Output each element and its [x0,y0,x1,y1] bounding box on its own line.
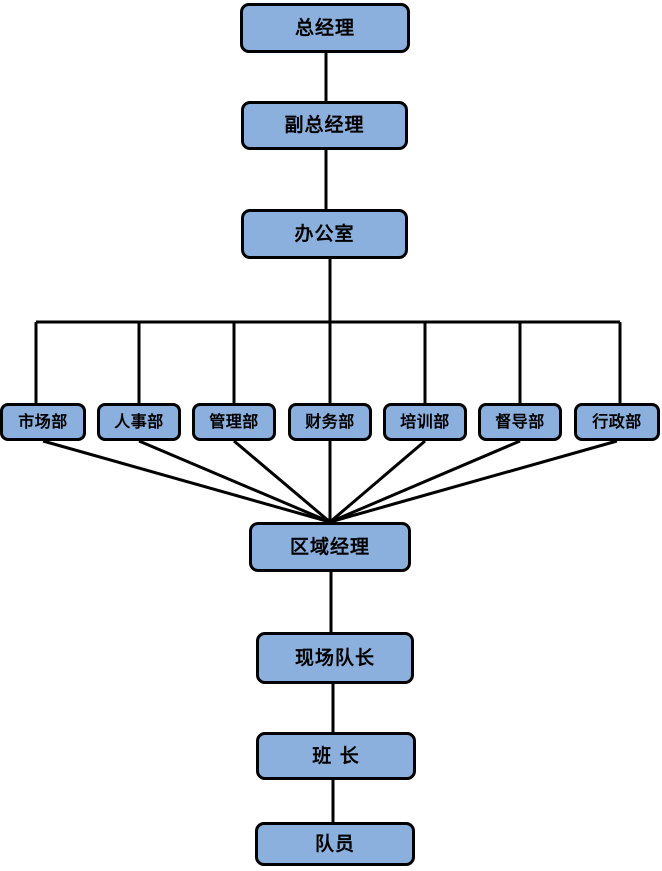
department-converge-connectors [42,439,618,524]
connector-converge-dept-supervision [329,439,521,524]
connector-converge-dept-market [42,439,331,524]
node-dept-finance[interactable]: 财务部 [288,403,372,441]
node-label-dept-training: 培训部 [400,412,450,431]
node-general-manager[interactable]: 总经理 [240,3,410,53]
node-label-regional-manager: 区域经理 [289,535,370,558]
department-bus-connectors [34,320,622,403]
node-label-dept-administration: 行政部 [592,412,642,431]
node-dept-market[interactable]: 市场部 [0,403,86,441]
node-dept-administration[interactable]: 行政部 [574,403,660,441]
connector-converge-dept-training [329,439,426,524]
node-label-general-manager: 总经理 [294,16,355,39]
node-label-deputy-manager: 副总经理 [284,114,365,136]
node-label-team-leader: 班 长 [312,744,360,767]
node-dept-hr[interactable]: 人事部 [97,403,181,441]
node-label-team-member: 队员 [314,832,355,855]
node-dept-supervision[interactable]: 督导部 [478,403,562,441]
node-label-dept-finance: 财务部 [305,412,355,431]
node-team-leader[interactable]: 班 长 [256,732,416,780]
node-label-site-captain: 现场队长 [294,646,375,669]
connector-converge-dept-management [233,439,331,524]
node-regional-manager[interactable]: 区域经理 [249,522,411,572]
node-label-office: 办公室 [294,222,355,245]
node-label-dept-supervision: 督导部 [495,412,545,431]
connector-converge-dept-hr [138,439,331,524]
node-team-member[interactable]: 队员 [255,822,415,866]
node-label-dept-management: 管理部 [209,412,259,431]
node-site-captain[interactable]: 现场队长 [256,632,414,684]
connector-converge-dept-administration [329,439,618,524]
node-dept-training[interactable]: 培训部 [383,403,467,441]
node-label-dept-hr: 人事部 [114,412,164,431]
node-office[interactable]: 办公室 [241,209,408,259]
node-dept-management[interactable]: 管理部 [192,403,276,441]
node-label-dept-market: 市场部 [18,412,68,431]
node-deputy-manager[interactable]: 副总经理 [241,101,408,150]
